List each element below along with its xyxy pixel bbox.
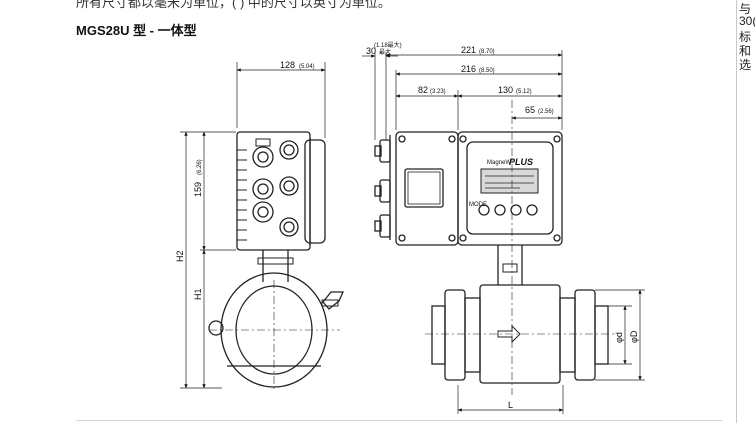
dim-221-inch: (8.70) — [479, 49, 495, 55]
dim-30: 30 — [366, 46, 376, 56]
brand-label: MagneW — [487, 160, 511, 166]
dim-30-max: 最大 — [379, 48, 391, 56]
dim-65-inch: (2.56) — [538, 109, 554, 115]
label-inner-dia: φd — [614, 332, 624, 343]
dimension-drawing: 128 (5.04) 159 (6.26) H2 H1 (1.18最大) 30 … — [175, 41, 645, 414]
cooling-fins — [237, 149, 247, 241]
terminal-cover — [404, 168, 444, 208]
dimension-note: 所有尺寸都以毫米为单位，( ) 中的尺寸以英寸为单位。 — [76, 0, 391, 10]
housing-front — [236, 131, 311, 251]
display-unit — [457, 131, 563, 246]
dim-82: 82 — [418, 85, 428, 95]
side-text-2: 30( — [739, 14, 755, 28]
label-h1: H1 — [193, 288, 203, 300]
dim-221: 221 — [461, 45, 476, 55]
dim-130: 130 — [498, 85, 513, 95]
side-view — [208, 131, 345, 388]
side-text-5: 选 — [739, 58, 752, 72]
label-length: L — [508, 400, 513, 410]
cable-glands — [252, 138, 299, 237]
side-text-3: 标 — [739, 30, 752, 44]
model-title: MGS28U 型 - 一体型 — [76, 23, 197, 38]
dim-216: 216 — [461, 64, 476, 74]
bottom-divider — [76, 420, 722, 421]
dim-130-inch: (5.12) — [516, 89, 532, 95]
label-h2: H2 — [175, 250, 185, 262]
label-outer-dia: φD — [629, 330, 639, 343]
dim-128: 128 — [280, 60, 295, 70]
dim-65: 65 — [525, 105, 535, 115]
dim-128-inch: (5.04) — [299, 64, 315, 70]
side-panel: 与 30( 标 和 选 — [736, 0, 755, 423]
up-button — [510, 204, 522, 216]
plus-label: PLUS — [509, 157, 533, 167]
front-view — [374, 131, 609, 384]
lcd-display — [480, 168, 539, 194]
dim-82-inch: (3.23) — [430, 89, 446, 95]
mode-button — [494, 204, 506, 216]
dim-30-note: (1.18最大) — [374, 41, 402, 49]
dim-159: 159 — [193, 182, 203, 197]
shift-button — [478, 204, 490, 216]
dim-216-inch: (8.50) — [479, 68, 495, 74]
enter-button — [526, 204, 538, 216]
side-text-1: 与 — [739, 2, 752, 16]
mode-label: MODE — [469, 202, 487, 208]
dim-159-inch: (6.26) — [197, 159, 203, 175]
side-text-4: 和 — [739, 44, 752, 58]
housing-cover — [304, 139, 326, 244]
